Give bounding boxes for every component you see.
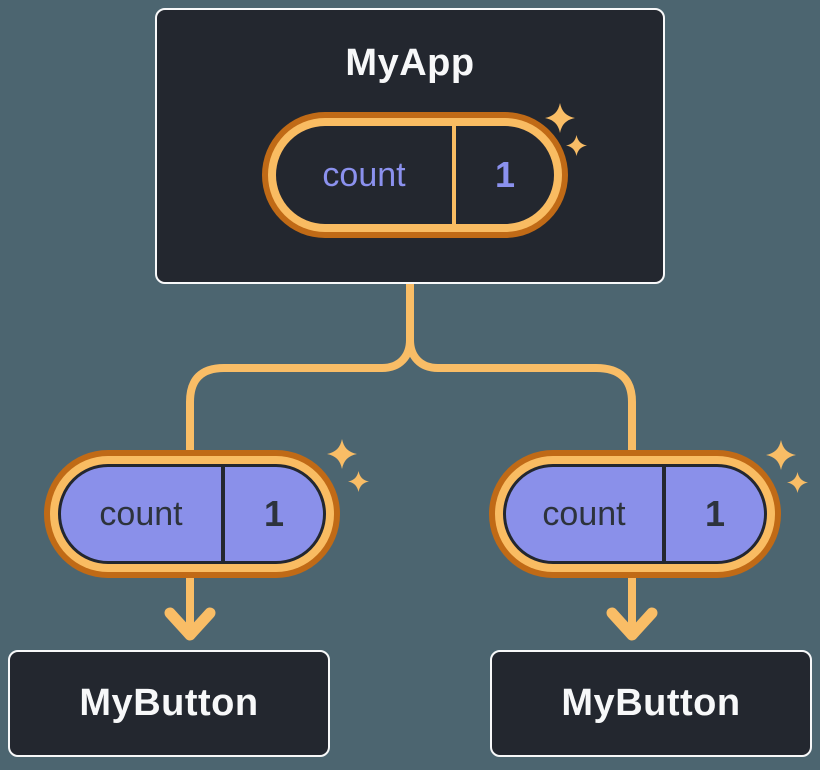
prop-pill-ring: count 1 xyxy=(50,456,334,572)
connector-parent-to-right-child xyxy=(406,284,636,634)
state-pill-parent: count 1 xyxy=(262,112,568,238)
sparkle-star-icon xyxy=(787,472,808,493)
state-pill-ring: count 1 xyxy=(268,118,562,232)
node-mybutton-right: MyButton xyxy=(490,650,812,757)
node-myapp-title: MyApp xyxy=(345,42,475,84)
prop-value: 1 xyxy=(263,493,285,534)
prop-pill-ring: count 1 xyxy=(495,456,775,572)
sparkle-star-icon xyxy=(766,440,796,470)
sparkle-star-icon xyxy=(545,103,575,133)
sparkle-icon xyxy=(327,439,379,495)
prop-value: 1 xyxy=(704,493,726,534)
state-label: count xyxy=(322,155,406,194)
node-mybutton-left-title: MyButton xyxy=(79,682,259,724)
prop-label: count xyxy=(99,494,183,533)
sparkle-star-icon xyxy=(566,135,587,156)
sparkle-icon xyxy=(545,103,597,159)
prop-label: count xyxy=(542,494,626,533)
arrow-down-left-icon xyxy=(164,607,216,641)
node-mybutton-left: MyButton xyxy=(8,650,330,757)
sparkle-icon xyxy=(766,440,818,496)
arrow-down-right-icon xyxy=(606,607,658,641)
node-mybutton-right-title: MyButton xyxy=(561,682,741,724)
state-value: 1 xyxy=(494,154,516,195)
prop-pill-right: count 1 xyxy=(489,450,781,578)
sparkle-star-icon xyxy=(348,471,369,492)
prop-pill-left: count 1 xyxy=(44,450,340,578)
sparkle-star-icon xyxy=(327,439,357,469)
